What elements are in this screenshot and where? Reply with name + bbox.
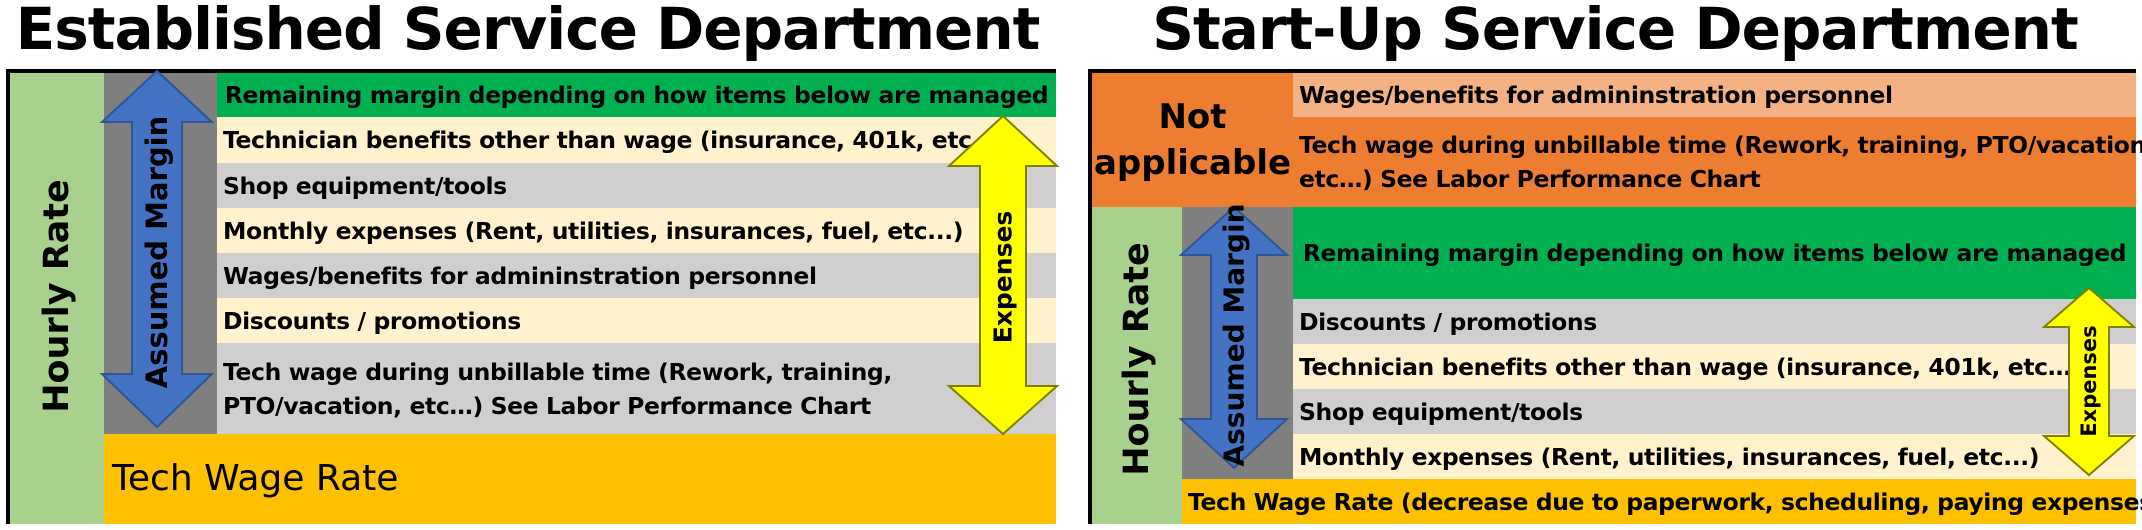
left-title: Established Service Department	[15, 0, 1041, 63]
left-tech-wage-rate: Tech Wage Rate	[104, 434, 1056, 524]
left-unbillable-line1: Tech wage during unbillable time (Rework…	[223, 357, 892, 386]
right-row-tech-benefits: Technician benefits other than wage (ins…	[1293, 344, 2136, 389]
right-assumed-margin-arrow	[1178, 205, 1290, 470]
left-hourly-rate-label: Hourly Rate	[37, 179, 77, 413]
right-hourly-rate-label: Hourly Rate	[1117, 242, 1157, 476]
left-expenses-arrow	[946, 114, 1060, 436]
right-row-shop-equipment: Shop equipment/tools	[1293, 389, 2136, 434]
right-hourly-rate-band	[1092, 207, 1182, 524]
left-row-monthly-expenses: Monthly expenses (Rent, utilities, insur…	[217, 208, 1056, 253]
left-expenses-label: Expenses	[988, 210, 1018, 344]
right-unbillable-line1: Tech wage during unbillable time (Rework…	[1299, 131, 2142, 159]
right-expenses-arrow	[2041, 286, 2137, 477]
right-expenses-label: Expenses	[2077, 325, 2101, 437]
left-assumed-margin-label: Assumed Margin	[140, 115, 174, 389]
left-row-unbillable: Tech wage during unbillable time (Rework…	[217, 343, 1056, 434]
right-row-discounts: Discounts / promotions	[1293, 299, 2136, 344]
right-not-applicable: Not applicable	[1092, 73, 1293, 207]
left-hourly-rate-band	[10, 73, 104, 524]
left-remaining-margin: Remaining margin depending on how items …	[217, 73, 1056, 117]
right-remaining-margin: Remaining margin depending on how items …	[1293, 207, 2136, 299]
right-row-monthly-expenses: Monthly expenses (Rent, utilities, insur…	[1293, 434, 2136, 479]
left-row-admin-wages: Wages/benefits for admininstration perso…	[217, 253, 1056, 298]
left-row-shop-equipment: Shop equipment/tools	[217, 163, 1056, 208]
right-title: Start-Up Service Department	[1152, 0, 2078, 63]
right-assumed-margin-label: Assumed Margin	[1217, 203, 1251, 467]
not-applicable-line2: applicable	[1093, 143, 1292, 183]
right-row-admin-wages: Wages/benefits for admininstration perso…	[1293, 73, 2136, 117]
right-unbillable-line2: etc…) See Labor Performance Chart	[1299, 165, 1761, 193]
left-assumed-margin-arrow	[99, 69, 215, 429]
right-tech-wage-rate: Tech Wage Rate (decrease due to paperwor…	[1182, 479, 2142, 524]
left-unbillable-line2: PTO/vacation, etc…) See Labor Performanc…	[223, 391, 871, 420]
left-row-tech-benefits: Technician benefits other than wage (ins…	[217, 117, 1056, 163]
right-diagram: Not applicable Wages/benefits for admini…	[1088, 69, 2142, 524]
right-row-unbillable: Tech wage during unbillable time (Rework…	[1293, 117, 2142, 207]
not-applicable-line1: Not	[1158, 97, 1227, 137]
left-row-discounts: Discounts / promotions	[217, 298, 1056, 343]
